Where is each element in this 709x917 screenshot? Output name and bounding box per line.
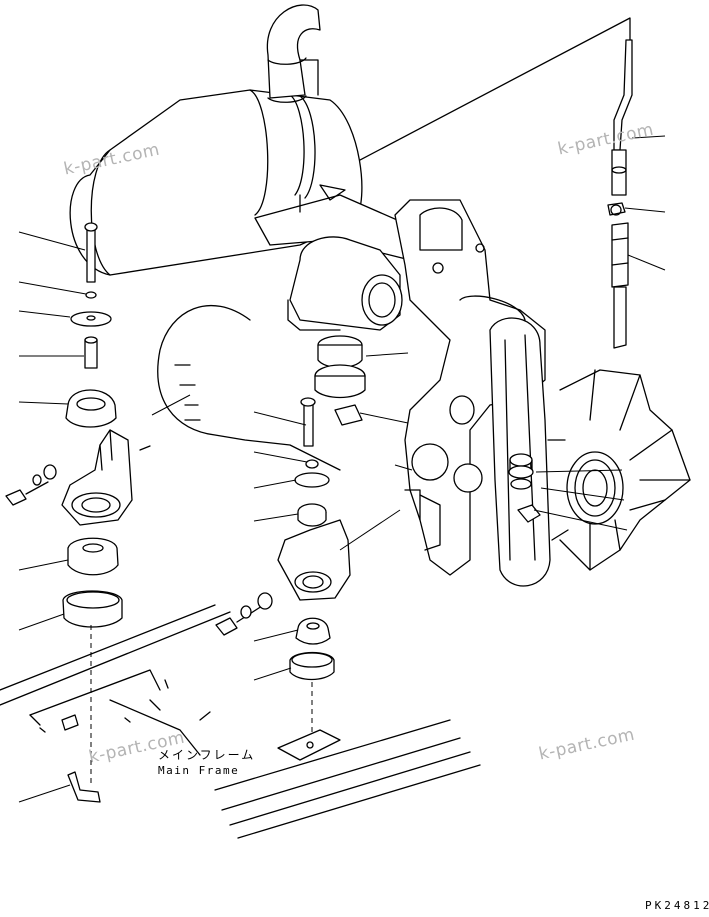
main-frame-label-jp: メインフレーム — [158, 748, 256, 762]
middle-mount-stack — [215, 397, 351, 761]
dipstick-assembly — [607, 39, 633, 349]
fan-pulley — [508, 453, 541, 523]
main-frame — [0, 604, 481, 839]
drawing-code: PK24812 — [645, 899, 709, 912]
flywheel-housing — [157, 304, 341, 471]
leader-lines — [18, 135, 666, 803]
main-frame-label-en: Main Frame — [158, 764, 240, 777]
left-mount-assembly — [5, 222, 151, 803]
turbocharger — [287, 236, 403, 331]
middle-mount-upper — [314, 335, 366, 426]
fan-belt — [489, 317, 551, 587]
frame-diagonal-top — [321, 17, 631, 181]
engine-block — [394, 199, 546, 576]
